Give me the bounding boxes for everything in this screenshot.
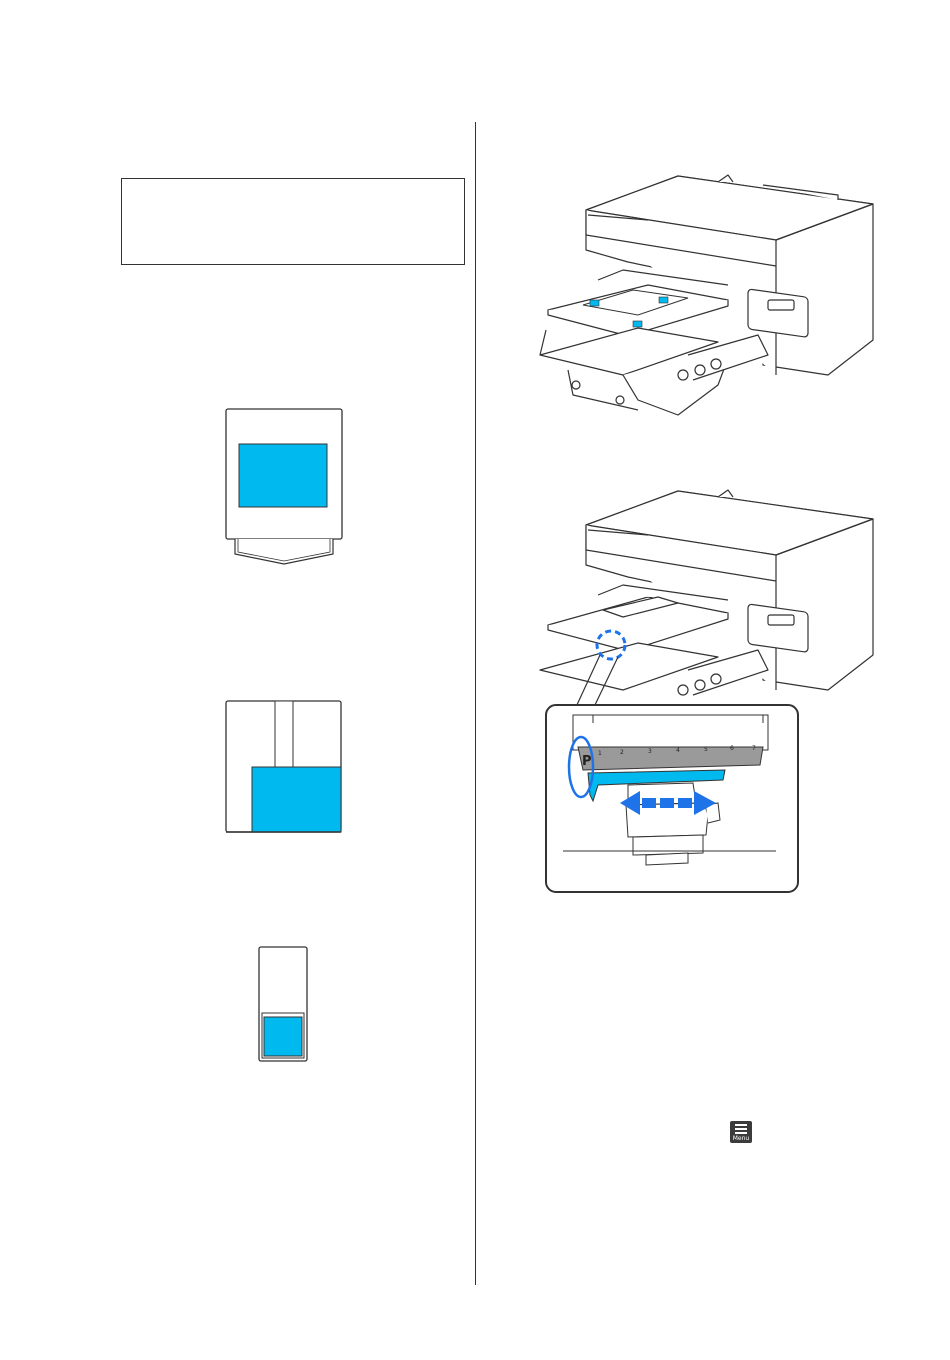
print-area (264, 1017, 302, 1056)
scale-tick: 1 (598, 750, 602, 757)
platen-marker (659, 297, 668, 303)
column-divider (475, 122, 476, 1285)
note-box (121, 178, 465, 265)
print-area (239, 444, 327, 507)
platen-tab (235, 539, 333, 564)
scale-tick: 2 (620, 749, 624, 756)
scale-letter: P (582, 754, 592, 769)
scale-tick: 7 (752, 745, 756, 752)
platen-diagram-small (257, 945, 311, 1065)
print-area (252, 767, 341, 832)
menu-icon: Menu (730, 1121, 752, 1143)
platen-diagram-large (222, 406, 347, 568)
printer-illustration-top (528, 170, 880, 418)
platen-slot (275, 701, 293, 767)
scale-tick: 5 (704, 746, 708, 753)
platen-diagram-medium (224, 700, 346, 836)
scale-tick: 4 (676, 747, 680, 754)
scale-tick: 6 (730, 745, 734, 752)
scale-tick: 3 (648, 748, 652, 755)
platen-marker (590, 300, 599, 306)
menu-icon-label: Menu (730, 1136, 752, 1142)
platen-marker (633, 321, 642, 327)
printer-illustration-zoom: P 1 2 3 4 5 6 7 (528, 485, 880, 895)
